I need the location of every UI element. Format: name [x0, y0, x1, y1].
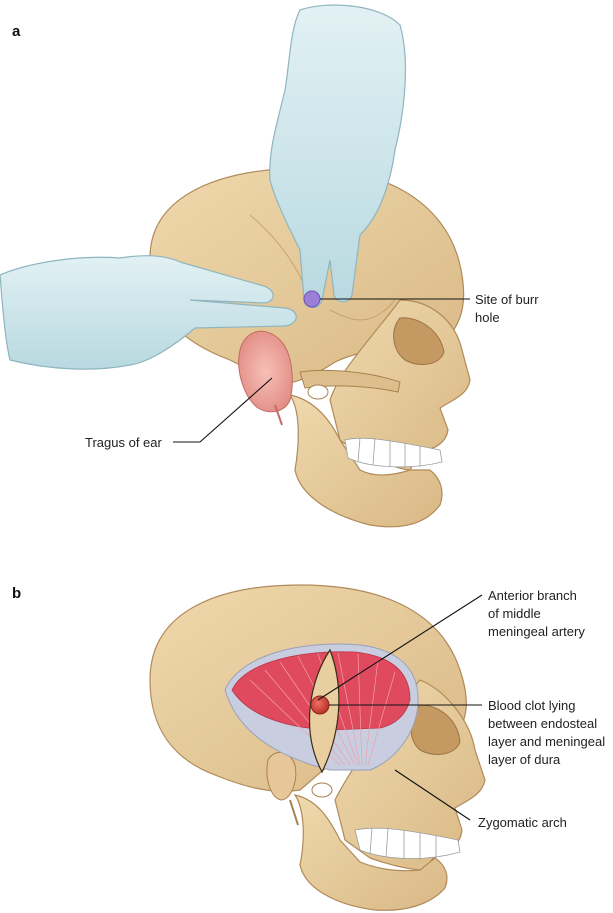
- clot-label-line1: Blood clot lying: [488, 698, 575, 713]
- teeth-a: [344, 437, 443, 468]
- clot-label-line2: between endosteal: [488, 716, 597, 731]
- zygomatic-leader: [394, 769, 471, 821]
- orbit: [393, 317, 445, 365]
- ear: [238, 330, 293, 413]
- burr-hole-label-line2: hole: [475, 310, 500, 325]
- ear-b: [266, 751, 297, 801]
- glove-hand-vertical: [269, 4, 407, 309]
- mandible-b: [293, 794, 448, 911]
- panel-a: a: [0, 4, 539, 528]
- auditory-meatus: [307, 384, 329, 400]
- burr-hole-label-line1: Site of burr: [475, 292, 539, 307]
- artery-label-line1: Anterior branch: [488, 588, 577, 603]
- tragus-label: Tragus of ear: [85, 435, 163, 450]
- zygomatic-label: Zygomatic arch: [478, 815, 567, 830]
- burr-hole-marker: [303, 290, 321, 308]
- panel-b-letter: b: [12, 585, 21, 602]
- panel-a-letter: a: [12, 23, 21, 40]
- styloid-b: [289, 799, 299, 826]
- glove-hand-horizontal: [0, 255, 297, 370]
- auditory-meatus-b: [311, 782, 333, 798]
- clot-label-line4: layer of dura: [488, 752, 561, 767]
- artery-label-line3: meningeal artery: [488, 624, 585, 639]
- panel-b: b: [12, 584, 605, 911]
- ear-lobe-stem: [274, 404, 283, 426]
- tragus-leader: [173, 377, 273, 443]
- teeth-b: [354, 827, 461, 860]
- artery-leader: [317, 594, 483, 701]
- clot-label-line3: layer and meningeal: [488, 734, 605, 749]
- zygomatic-arch-a: [299, 369, 401, 393]
- artery-label-line2: of middle: [488, 606, 541, 621]
